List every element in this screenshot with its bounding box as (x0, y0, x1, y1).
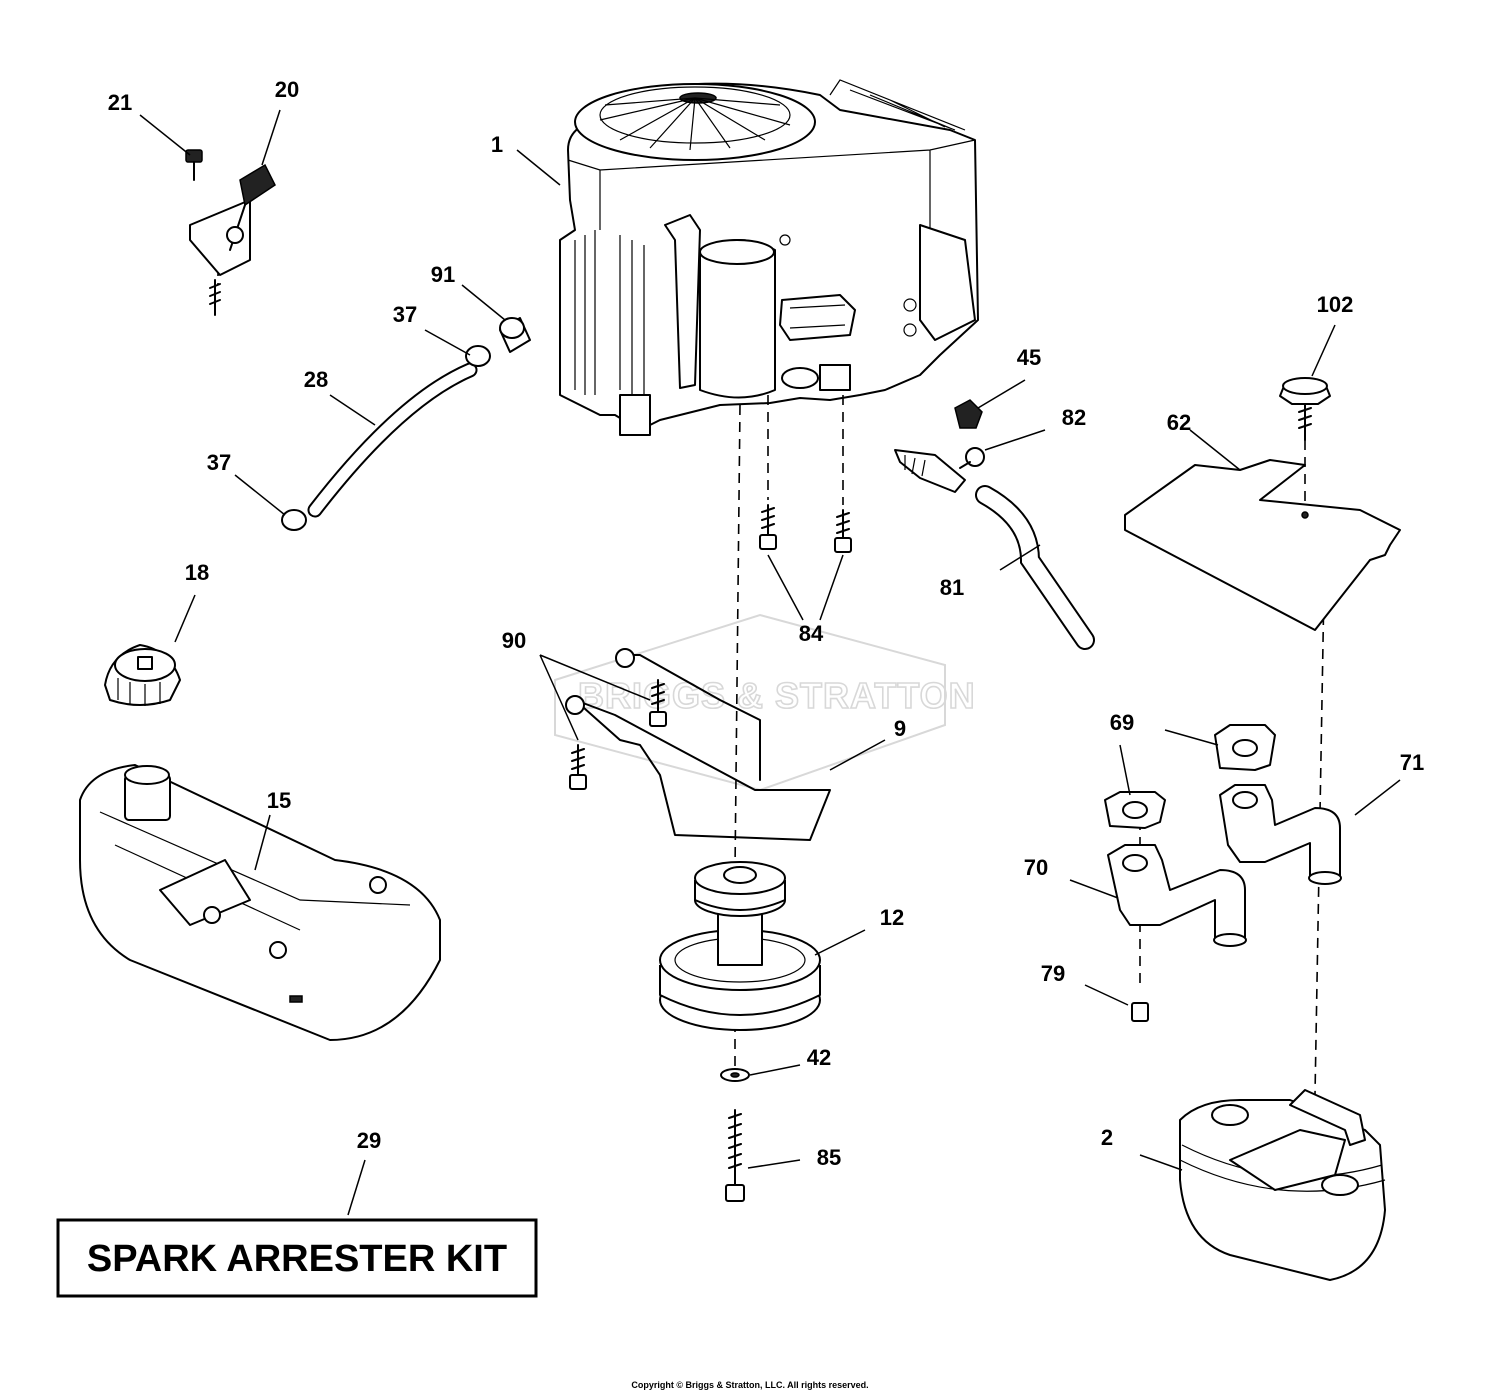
pulley-part (659, 861, 821, 1202)
callout-labels: 1 2 9 12 15 18 20 21 28 29 37 37 42 45 6… (108, 77, 1424, 1170)
callout-69: 69 (1110, 710, 1134, 735)
callout-90: 90 (502, 628, 526, 653)
callout-82: 82 (1062, 405, 1086, 430)
leader-lines (139, 109, 1401, 1216)
callout-81: 81 (940, 575, 964, 600)
fuel-line-part (281, 317, 531, 531)
callout-71: 71 (1400, 750, 1424, 775)
callout-18: 18 (185, 560, 209, 585)
callout-29: 29 (357, 1128, 381, 1153)
copyright-text: Copyright © Briggs & Stratton, LLC. All … (631, 1380, 868, 1390)
callout-45: 45 (1017, 345, 1041, 370)
kit-label: SPARK ARRESTER KIT (87, 1238, 507, 1280)
exhaust-part (1104, 724, 1342, 1022)
callout-28: 28 (304, 367, 328, 392)
callout-12: 12 (880, 905, 904, 930)
callout-37-top: 37 (393, 302, 417, 327)
fuel-cap-part (104, 644, 181, 706)
callout-102: 102 (1317, 292, 1354, 317)
callout-15: 15 (267, 788, 291, 813)
bracket-part (565, 648, 831, 841)
callout-9: 9 (894, 716, 906, 741)
heat-shield-part (1124, 377, 1401, 631)
callout-20: 20 (275, 77, 299, 102)
control-part (185, 149, 276, 316)
callout-21: 21 (108, 90, 132, 115)
muffler-part (1179, 1089, 1386, 1281)
callout-91: 91 (431, 262, 455, 287)
watermark-text: BRIGGS & STRATTON (578, 675, 976, 716)
callout-85: 85 (817, 1145, 841, 1170)
watermark-logo: BRIGGS & STRATTON (554, 613, 976, 792)
fuel-tank-part (79, 764, 441, 1041)
callout-79: 79 (1041, 961, 1065, 986)
callout-2: 2 (1101, 1125, 1113, 1150)
drain-part (894, 399, 1095, 650)
engine-part (559, 79, 979, 436)
engine-bolts-part (759, 504, 852, 553)
callout-84: 84 (799, 621, 824, 646)
callout-37-bottom: 37 (207, 450, 231, 475)
callout-42: 42 (807, 1045, 831, 1070)
spark-arrester-kit-box: SPARK ARRESTER KIT (56, 1218, 538, 1298)
callout-70: 70 (1024, 855, 1048, 880)
callout-62: 62 (1167, 410, 1191, 435)
callout-1: 1 (491, 132, 503, 157)
